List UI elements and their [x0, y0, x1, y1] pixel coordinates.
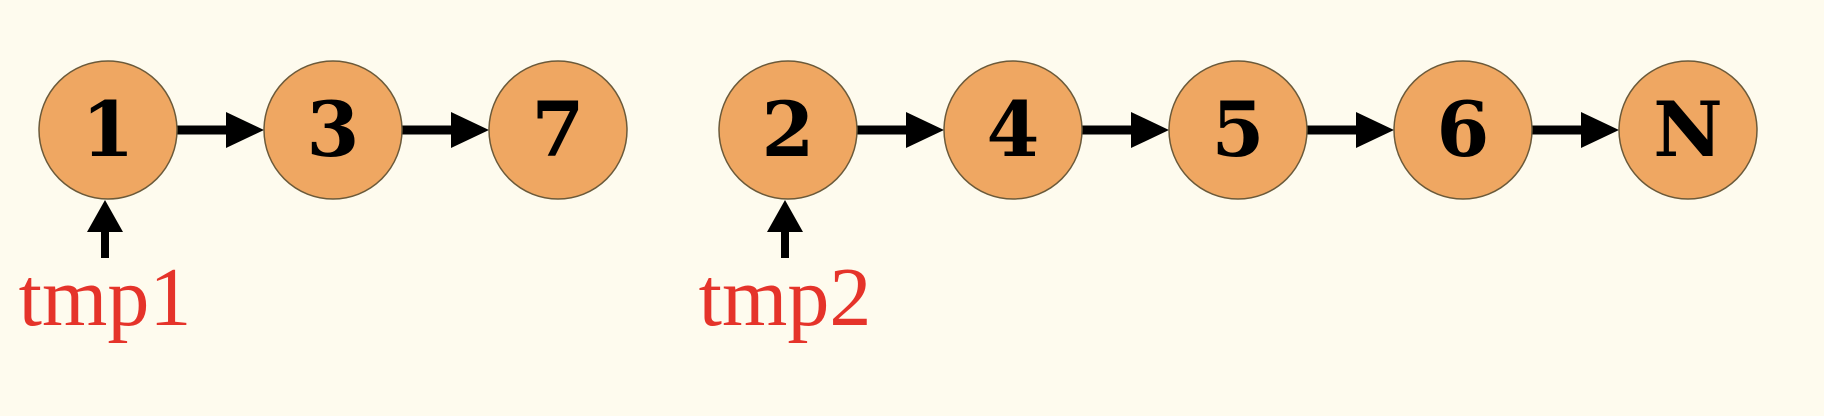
node-circle [38, 60, 178, 200]
node-label: N [1653, 85, 1722, 174]
node-circle [263, 60, 403, 200]
node-label: 4 [987, 85, 1040, 174]
list-node: 5 [1168, 60, 1308, 200]
node-label: 2 [762, 85, 815, 174]
node-circle [488, 60, 628, 200]
node-label: 6 [1437, 85, 1490, 174]
node-circle [718, 60, 858, 200]
list-node: 7 [488, 60, 628, 200]
edge-arrow [1532, 112, 1619, 148]
arrowhead-icon [1581, 112, 1619, 148]
arrowhead-icon [451, 112, 489, 148]
pointer-label: tmp1 [19, 251, 192, 344]
node-circle [1168, 60, 1308, 200]
node-label: 5 [1212, 85, 1265, 174]
edge-arrow [1307, 112, 1394, 148]
edges-layer [177, 112, 1619, 148]
list-node: 1 [38, 60, 178, 200]
arrowhead-icon [906, 112, 944, 148]
arrowhead-icon [1356, 112, 1394, 148]
edge-arrow [857, 112, 944, 148]
node-label: 3 [307, 85, 360, 174]
pointer-arrowhead-icon [87, 200, 123, 232]
arrowhead-icon [1131, 112, 1169, 148]
node-label: 7 [532, 85, 585, 174]
list-node: N [1618, 60, 1758, 200]
pointer-tmp2: tmp2 [699, 200, 872, 344]
pointers-layer: tmp1 tmp2 [19, 200, 872, 344]
node-circle [1393, 60, 1533, 200]
node-circle [943, 60, 1083, 200]
pointer-arrowhead-icon [767, 200, 803, 232]
list-node: 2 [718, 60, 858, 200]
edge-arrow [1082, 112, 1169, 148]
pointer-label: tmp2 [699, 251, 872, 344]
edge-arrow [402, 112, 489, 148]
arrowhead-icon [226, 112, 264, 148]
node-circle [1618, 60, 1758, 200]
pointer-tmp1: tmp1 [19, 200, 192, 344]
list-node: 4 [943, 60, 1083, 200]
list-node: 3 [263, 60, 403, 200]
edge-arrow [177, 112, 264, 148]
node-label: 1 [82, 85, 135, 174]
list-node: 6 [1393, 60, 1533, 200]
nodes-layer: 1 3 7 2 4 5 6 N [38, 60, 1758, 200]
